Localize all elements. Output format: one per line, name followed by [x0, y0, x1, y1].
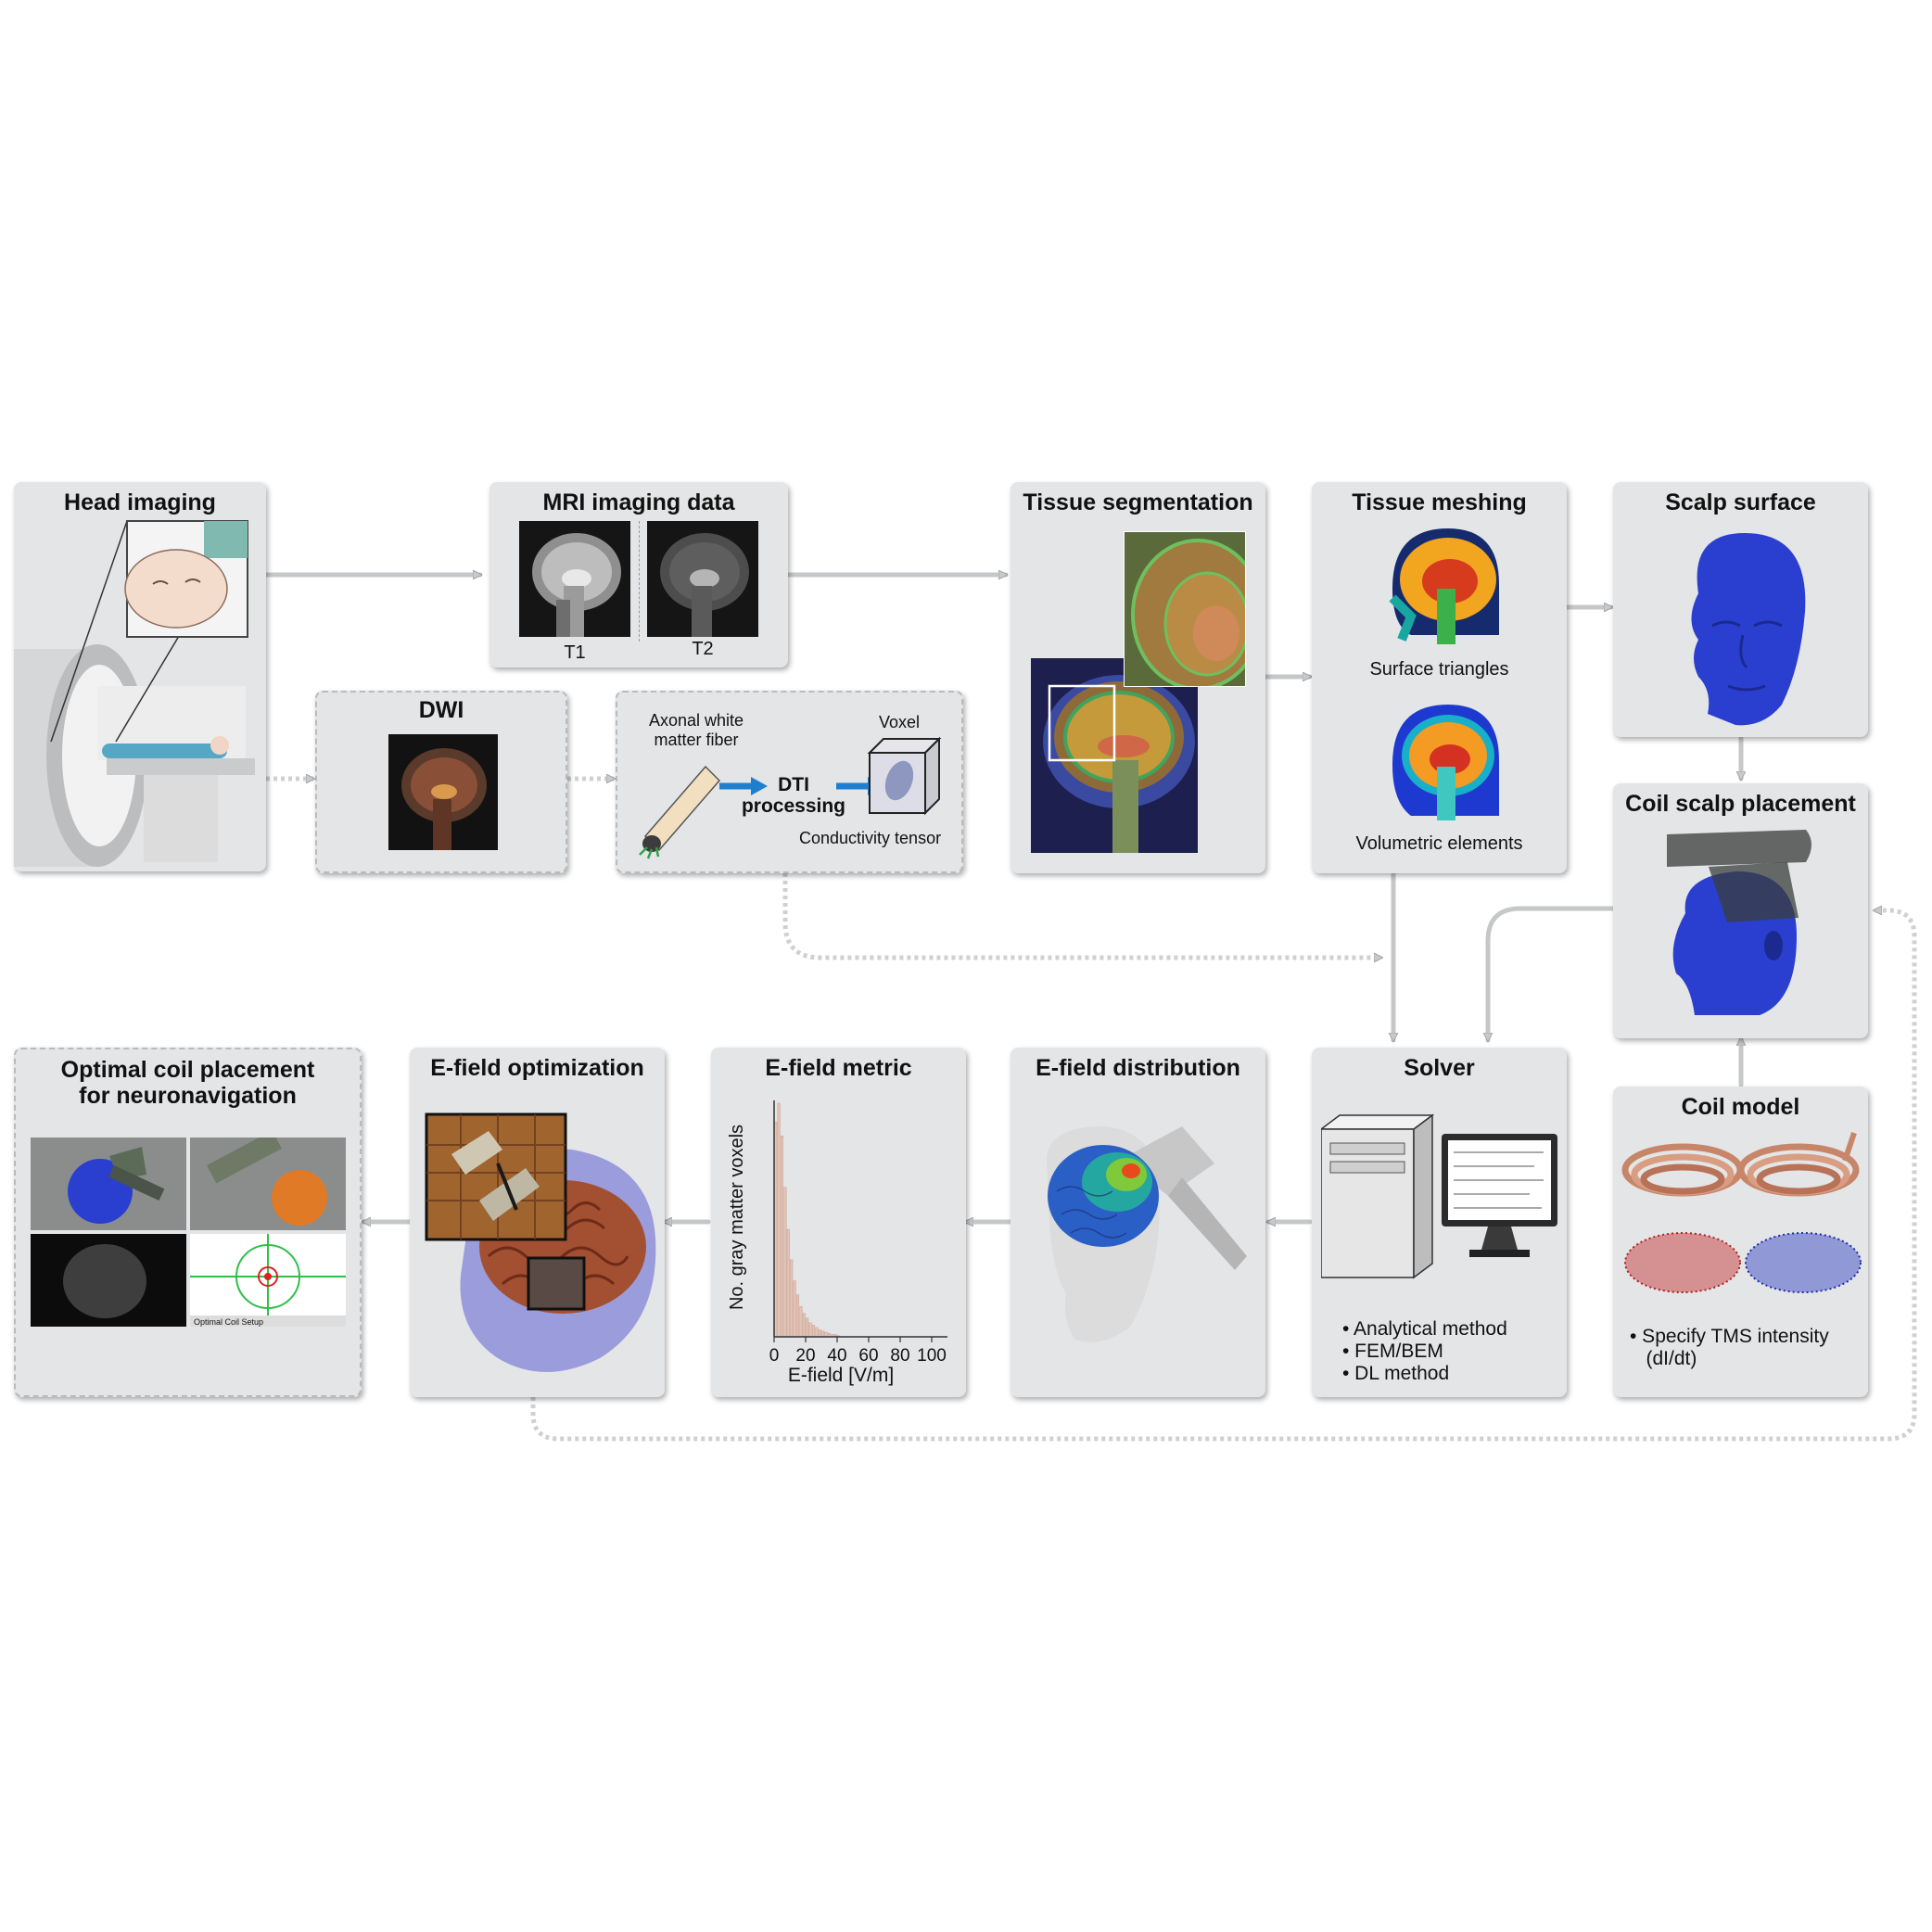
arrow-dti-to-solver: [782, 873, 1381, 958]
voxel-label: Voxel: [879, 713, 921, 731]
head-imaging-box: Head imaging: [14, 482, 266, 871]
x-tick-label: 40: [827, 1346, 846, 1366]
histogram-bar: [821, 1330, 825, 1338]
tissue-segmentation-title: Tissue segmentation: [1023, 489, 1253, 515]
solver-bullet-1: • Analytical method: [1342, 1318, 1507, 1340]
histogram-bar: [793, 1280, 796, 1338]
axonal-fiber-label: Axonal white matter fiber: [648, 711, 744, 749]
histogram-bar: [799, 1305, 803, 1338]
volumetric-mesh-image: [1392, 705, 1499, 820]
dwi-title: DWI: [418, 697, 464, 723]
optimization-brain-model: [425, 1112, 656, 1372]
optimal-status-text: Optimal Coil Setup: [194, 1317, 263, 1327]
coil-model-title: Coil model: [1681, 1094, 1800, 1120]
histogram-bar: [777, 1102, 781, 1338]
optimal-coil-placement-box: Optimal coil placement for neuronavigati…: [14, 1048, 362, 1397]
efield-histogram: 0 20 40 60 80 100 No. gray matter voxels E-fi…: [727, 1100, 947, 1386]
dwi-box: DWI: [315, 691, 567, 873]
arrow-placement-to-solver: [1488, 906, 1616, 1043]
dti-arrow-left: [719, 777, 768, 795]
histogram-bar: [815, 1327, 819, 1338]
coil-model-box: Coil model • Specify TMS intensity (dI/d…: [1613, 1087, 1868, 1397]
histogram-bar: [806, 1317, 809, 1338]
efield-metric-box: E-field metric 0 20 40 60 80 100 No. gray mat…: [711, 1048, 966, 1397]
volumetric-elements-label: Volumetric elements: [1355, 833, 1523, 854]
histogram-bar: [808, 1322, 812, 1338]
figure-eight-coil-model: [1621, 1132, 1862, 1293]
coil-scalp-placement-title: Coil scalp placement: [1625, 791, 1856, 817]
efield-distribution-box: E-field distribution: [1010, 1048, 1265, 1397]
coil-on-head-model: [1667, 830, 1811, 1015]
histogram-bar: [811, 1325, 816, 1338]
scalp-head-model: [1691, 533, 1806, 726]
tissue-meshing-title: Tissue meshing: [1352, 489, 1527, 515]
coil-scalp-placement-box: Coil scalp placement: [1613, 783, 1868, 1038]
histogram-ylabel: No. gray matter voxels: [727, 1125, 747, 1310]
solver-bullet-2: • FEM/BEM: [1342, 1341, 1443, 1362]
x-tick-label: 60: [858, 1346, 878, 1366]
t1-mri-image: [519, 521, 630, 637]
arrow-optimization-loop: [530, 910, 1917, 1442]
histogram-xlabel: E-field [V/m]: [788, 1365, 894, 1386]
efield-optimization-title: E-field optimization: [430, 1055, 644, 1081]
dwi-image: [388, 734, 498, 850]
tissue-meshing-box: Tissue meshing Surface triangles Volumet…: [1312, 482, 1567, 873]
optimal-coil-placement-title: Optimal coil placement for neuronavigati…: [60, 1057, 315, 1109]
histogram-bar: [824, 1331, 828, 1338]
histogram-bar: [783, 1187, 787, 1338]
tissue-segmentation-box: Tissue segmentation: [1010, 482, 1265, 873]
scalp-surface-title: Scalp surface: [1665, 489, 1816, 515]
efield-optimization-box: E-field optimization: [410, 1048, 665, 1397]
solver-bullet-3: • DL method: [1342, 1363, 1450, 1384]
neuronavigation-screenshot: Optimal Coil Setup: [31, 1138, 346, 1327]
histogram-bar: [802, 1313, 806, 1338]
scalp-surface-box: Scalp surface: [1613, 482, 1868, 737]
surface-mesh-image: [1389, 528, 1499, 644]
histogram-bar: [790, 1259, 794, 1338]
mri-imaging-box: MRI imaging data T1 T2: [489, 482, 788, 667]
solver-box: Solver • Analytical method • FEM/BEM • D…: [1312, 1048, 1567, 1397]
histogram-bar: [780, 1136, 784, 1338]
x-tick-label: 80: [890, 1346, 909, 1366]
segmentation-zoom-inset: [1124, 531, 1246, 687]
solver-title: Solver: [1404, 1055, 1475, 1081]
surface-triangles-label: Surface triangles: [1369, 659, 1509, 680]
coil-model-bullet: • Specify TMS intensity (dI/dt): [1630, 1326, 1829, 1369]
t2-label: T2: [692, 639, 714, 659]
segmented-brain-image: [1031, 658, 1198, 853]
conductivity-tensor-label: Conductivity tensor: [799, 829, 942, 847]
t1-label: T1: [564, 642, 586, 663]
x-tick-label: 0: [769, 1346, 780, 1366]
histogram-bar: [774, 1121, 778, 1338]
histogram-bar: [818, 1329, 821, 1338]
axonal-fiber-icon: [639, 765, 721, 859]
efield-distribution-title: E-field distribution: [1036, 1055, 1240, 1081]
histogram-bar: [795, 1294, 800, 1338]
efield-distribution-model: [1046, 1126, 1247, 1342]
computer-illustration: [1321, 1113, 1557, 1279]
t2-mri-image: [647, 521, 758, 637]
mri-scanner-illustration: [14, 520, 255, 867]
dti-box: Axonal white matter fiber DTI processing…: [616, 691, 963, 873]
x-tick-label: 20: [795, 1346, 815, 1366]
mri-divider: [639, 521, 640, 642]
x-tick-label: 100: [917, 1346, 947, 1366]
efield-metric-title: E-field metric: [765, 1055, 912, 1081]
dti-processing-label: DTI processing: [741, 774, 846, 817]
head-imaging-title: Head imaging: [64, 489, 216, 515]
voxel-cube-icon: [867, 736, 942, 816]
mri-imaging-title: MRI imaging data: [542, 489, 735, 515]
histogram-bar: [786, 1228, 790, 1338]
